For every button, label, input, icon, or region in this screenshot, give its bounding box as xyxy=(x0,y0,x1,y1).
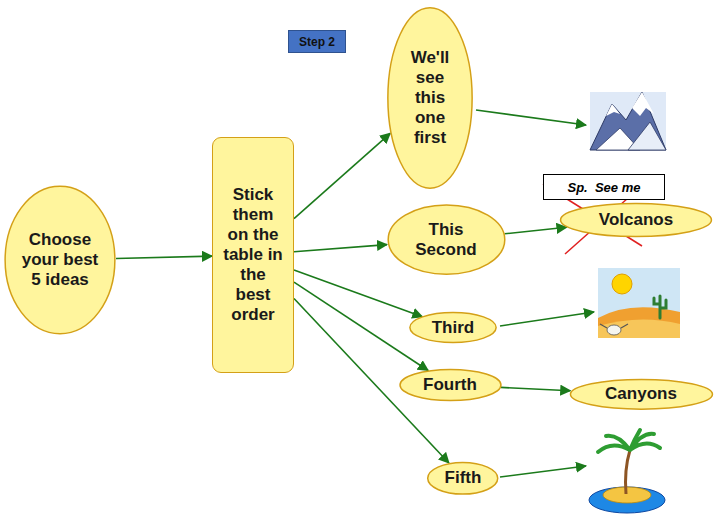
leader-arrow xyxy=(500,312,594,326)
idea-ellipse: This Second xyxy=(387,204,506,275)
node-text: Fourth xyxy=(423,375,477,395)
idea-ellipse: Choose your best 5 ideas xyxy=(4,184,116,336)
node-text: Choose your best 5 ideas xyxy=(17,230,103,290)
connector-arrow xyxy=(116,256,212,258)
mountain-picture xyxy=(590,92,666,150)
node-text: This Second xyxy=(406,220,486,260)
idea-ellipse: Fourth xyxy=(399,369,502,401)
idea-ellipse: Volcanos xyxy=(559,203,713,237)
leader-arrow xyxy=(476,110,586,125)
node-text: Canyons xyxy=(605,384,677,404)
process-box: Stick them on the table in the best orde… xyxy=(212,137,294,373)
step-label: Step 2 xyxy=(288,30,346,53)
node-text: Stick them on the table in the best orde… xyxy=(221,185,285,325)
idea-ellipse: Third xyxy=(409,312,497,343)
node-text: Fifth xyxy=(445,468,482,488)
desert-picture xyxy=(598,268,680,338)
node-text: Volcanos xyxy=(596,210,676,230)
note-text: Sp. See me xyxy=(568,180,641,195)
connector-arrow xyxy=(294,282,428,370)
idea-ellipse: Fifth xyxy=(427,462,498,495)
connector-arrow xyxy=(294,133,390,218)
node-text: Third xyxy=(432,318,475,338)
connector-arrow xyxy=(294,245,387,252)
idea-ellipse: We'll see this one first xyxy=(387,5,473,191)
connector-arrow xyxy=(294,270,422,317)
leader-arrow xyxy=(500,466,586,477)
connector-arrow xyxy=(505,227,567,234)
island-picture xyxy=(589,430,665,513)
connector-arrow xyxy=(501,387,570,390)
teacher-note: Sp. See me xyxy=(543,174,665,200)
idea-ellipse: Canyons xyxy=(569,379,714,410)
step-text: Step 2 xyxy=(299,35,335,49)
node-text: We'll see this one first xyxy=(404,48,456,148)
